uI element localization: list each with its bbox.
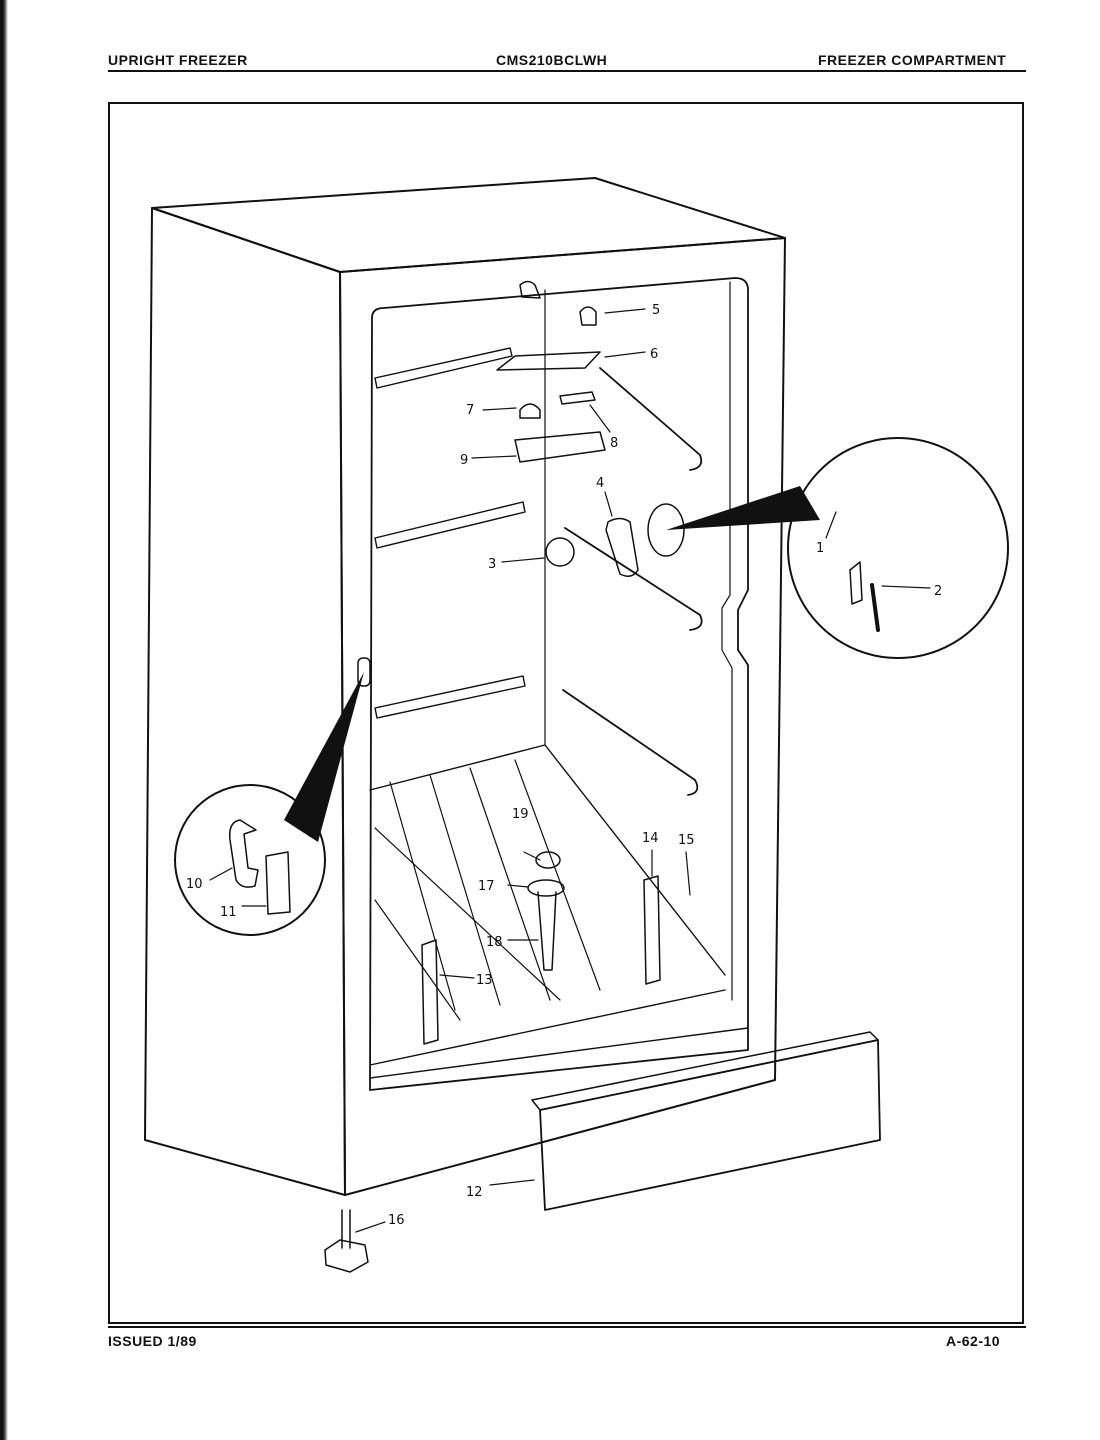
cabinet-top [151, 177, 786, 273]
callout-2: 2 [934, 584, 942, 599]
callout-13: 13 [476, 973, 493, 988]
diagram-frame [108, 102, 1024, 1324]
part-19-cap [535, 851, 561, 869]
callout-wedge-thermostat [666, 486, 820, 530]
part-14-support [643, 875, 661, 985]
callout-6: 6 [650, 347, 658, 362]
part-10-hinge-cover [228, 819, 259, 888]
basket-wire [374, 899, 461, 1021]
part-13-support [421, 939, 439, 1045]
part-11-hinge-block [265, 851, 291, 915]
part-2-sensor-tube [870, 583, 880, 632]
callout-12: 12 [466, 1185, 483, 1200]
footer-page-code: A-62-10 [946, 1333, 1001, 1349]
callout-7: 7 [466, 403, 474, 418]
shelf-rail-left-2 [374, 501, 526, 549]
header-model-number: CMS210BCLWH [496, 52, 608, 68]
leader-7 [482, 407, 517, 411]
basket-wire [389, 781, 456, 1011]
shelf-rail-left-3 [374, 675, 526, 719]
part-4-plate [605, 517, 639, 577]
part-17-funnel [527, 879, 565, 897]
cabinet-front-face [339, 237, 786, 1196]
leader-12 [489, 1179, 535, 1186]
leader-16 [355, 1221, 386, 1233]
part-5-cam [579, 306, 597, 326]
detail-circle-hinge [174, 784, 326, 936]
callout-18: 18 [486, 935, 503, 950]
part-9-channel [514, 431, 606, 463]
part-1-switch [849, 561, 863, 605]
inner-liner [369, 277, 749, 1091]
callout-4: 4 [596, 476, 604, 491]
callout-11: 11 [220, 905, 237, 920]
callout-15: 15 [678, 833, 695, 848]
callout-10: 10 [186, 877, 203, 892]
part-18-drain-tube [537, 891, 557, 971]
shelf-rod-right-2 [564, 527, 703, 631]
callout-5: 5 [652, 303, 660, 318]
callout-16: 16 [388, 1213, 405, 1228]
leader-1 [825, 511, 837, 539]
hinge-slot [357, 657, 371, 687]
leader-10 [209, 867, 233, 881]
callout-19: 19 [512, 807, 529, 822]
part-8-bulb-holder [559, 391, 596, 405]
leader-8 [589, 404, 611, 433]
leader-6 [604, 351, 646, 358]
callout-wedge-hinge [284, 672, 364, 842]
basket-wire [374, 827, 561, 1001]
basket-wire [514, 759, 601, 991]
part-16-leg-base [324, 1239, 369, 1273]
header-left-title: UPRIGHT FREEZER [108, 52, 248, 68]
callout-1: 1 [816, 541, 824, 556]
leader-13 [439, 974, 475, 979]
leader-2 [881, 585, 931, 589]
shelf-rod-right-1 [599, 367, 703, 471]
liner-floor-front [369, 989, 726, 1066]
liner-floor-back [369, 744, 726, 976]
cabinet-left-side [144, 207, 346, 1196]
footer-rule [108, 1326, 1026, 1328]
callout-3: 3 [488, 557, 496, 572]
callout-8: 8 [610, 436, 618, 451]
footer-issued-date: ISSUED 1/89 [108, 1333, 197, 1349]
header-rule [108, 70, 1026, 72]
callout-17: 17 [478, 879, 495, 894]
leader-3 [501, 557, 545, 563]
header-right-title: FREEZER COMPARTMENT [818, 52, 1007, 68]
part-16-leg-screw [341, 1209, 351, 1249]
leader-19 [523, 851, 541, 861]
leader-4 [604, 491, 613, 517]
shelf-rail-left-1 [374, 347, 513, 389]
basket-wire [429, 774, 501, 1006]
callout-14: 14 [642, 831, 659, 846]
part-6-bracket [496, 351, 601, 371]
basket-wire [469, 767, 551, 1001]
detail-circle-thermostat [787, 437, 1009, 659]
leader-9 [471, 455, 517, 459]
part-7-knob [519, 403, 541, 419]
leader-17 [507, 884, 529, 888]
leader-5 [604, 308, 646, 314]
liner-bottom-lip [369, 1027, 749, 1079]
scan-edge [0, 0, 8, 1440]
callout-9: 9 [460, 453, 468, 468]
part-12-grille [539, 1039, 881, 1211]
leader-15 [685, 851, 691, 896]
part-12-grille-top [531, 1031, 879, 1111]
thermostat-opening [647, 503, 685, 557]
shelf-rod-right-3 [562, 689, 699, 796]
part-7-socket [519, 280, 541, 299]
liner-right-inner [721, 281, 733, 1001]
part-3-knob [545, 537, 575, 567]
